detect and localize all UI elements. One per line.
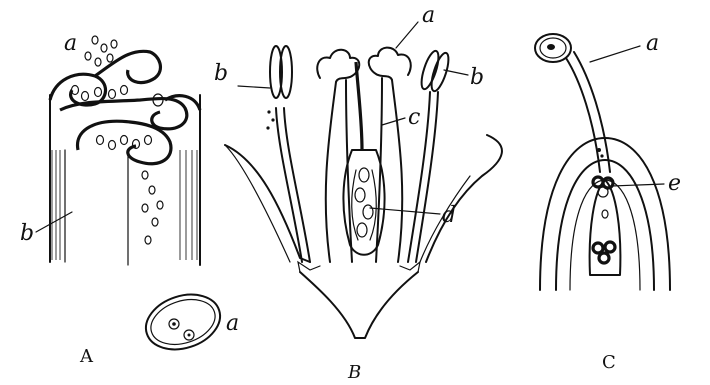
- label-c-e: e: [668, 171, 681, 196]
- label-a-top: a: [64, 31, 77, 56]
- caption-a: A: [79, 346, 94, 367]
- label-b-b-left: b: [214, 61, 228, 86]
- label-b-left: b: [20, 221, 34, 246]
- label-b-d: d: [442, 203, 456, 228]
- label-c-a: a: [646, 31, 659, 56]
- label-a-small: a: [226, 311, 239, 336]
- panel-c: [535, 34, 670, 290]
- panel-a-pollen-grains: [72, 36, 164, 244]
- caption-b: B: [347, 362, 361, 383]
- panel-a: [36, 36, 227, 358]
- label-b-a: a: [422, 3, 435, 28]
- caption-c: C: [602, 352, 616, 373]
- label-b-c: c: [408, 105, 420, 130]
- panel-b: [225, 22, 502, 338]
- label-b-b-right: b: [470, 65, 484, 90]
- panel-a-isolated-grain: [139, 286, 227, 359]
- panel-a-hatching: [52, 150, 197, 260]
